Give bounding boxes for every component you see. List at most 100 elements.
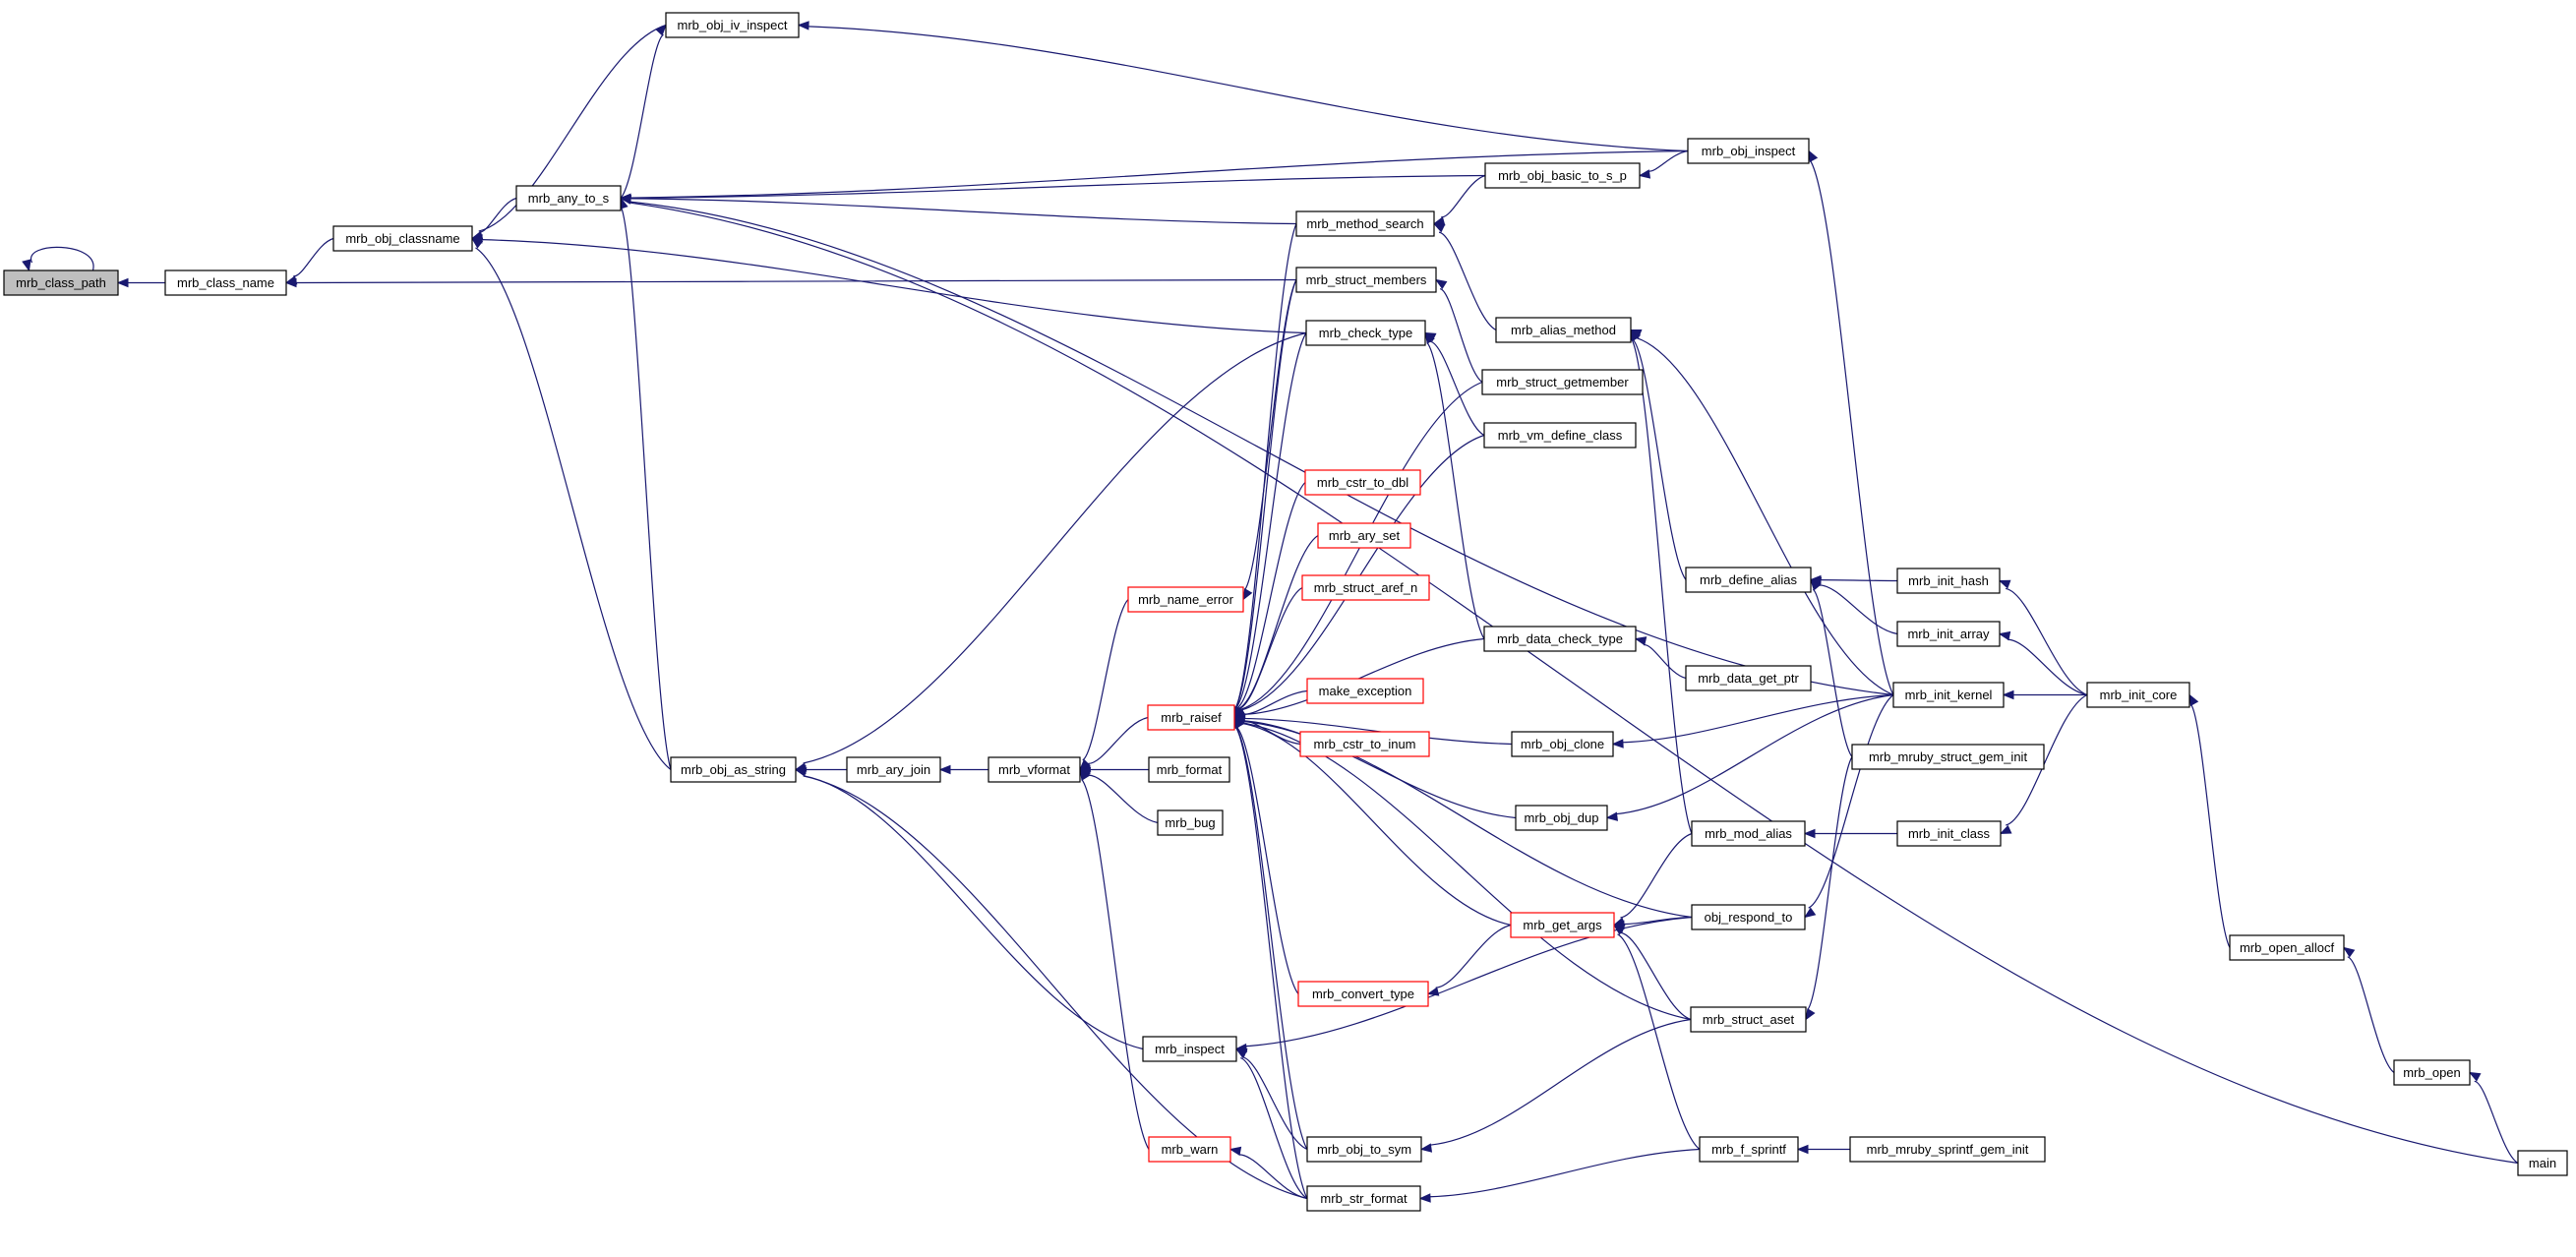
node-mrb-open[interactable]: mrb_open bbox=[2393, 1059, 2471, 1086]
node-mrb-inspect[interactable]: mrb_inspect bbox=[1142, 1036, 1237, 1062]
node-mrb-struct-members[interactable]: mrb_struct_members bbox=[1295, 267, 1437, 293]
node-box bbox=[1306, 1136, 1422, 1163]
node-label: mrb_get_args bbox=[1523, 918, 1602, 932]
node-mrb-obj-classname[interactable]: mrb_obj_classname bbox=[332, 225, 473, 252]
node-mrb-ary-join[interactable]: mrb_ary_join bbox=[846, 756, 941, 783]
arrowhead-icon bbox=[1234, 1043, 1247, 1053]
edge-line bbox=[629, 202, 2519, 1165]
edge-line bbox=[479, 197, 517, 233]
node-mrb-mruby-sprintf-gem-init[interactable]: mrb_mruby_sprintf_gem_init bbox=[1849, 1136, 2046, 1163]
node-mrb-class-name[interactable]: mrb_class_name bbox=[164, 269, 287, 296]
node-mrb-vm-define-class[interactable]: mrb_vm_define_class bbox=[1483, 422, 1637, 449]
arrowhead-icon bbox=[1998, 579, 2011, 589]
node-mrb-get-args[interactable]: mrb_get_args bbox=[1510, 912, 1615, 938]
node-mrb-method-search[interactable]: mrb_method_search bbox=[1295, 210, 1435, 237]
node-main[interactable]: main bbox=[2517, 1150, 2568, 1176]
node-mrb-str-format[interactable]: mrb_str_format bbox=[1306, 1185, 1421, 1212]
edge-line bbox=[295, 278, 1297, 284]
node-label: mrb_init_hash bbox=[1908, 573, 1989, 588]
node-box bbox=[164, 269, 287, 296]
node-box bbox=[1157, 809, 1224, 836]
arrowhead-icon bbox=[2002, 689, 2014, 700]
node-mrb-obj-to-sym[interactable]: mrb_obj_to_sym bbox=[1306, 1136, 1422, 1163]
node-box bbox=[988, 756, 1081, 783]
node-mrb-raisef[interactable]: mrb_raisef bbox=[1147, 704, 1235, 731]
node-box bbox=[1896, 820, 2002, 847]
node-label: mrb_ary_set bbox=[1329, 528, 1401, 543]
edge-mrb_obj_as_string-to-mrb_obj_classname bbox=[470, 237, 672, 770]
node-box bbox=[3, 269, 119, 296]
edge-line bbox=[1617, 933, 1701, 1150]
node-mrb-f-sprintf[interactable]: mrb_f_sprintf bbox=[1699, 1136, 1799, 1163]
edge-line bbox=[1643, 644, 1687, 680]
node-obj-respond-to[interactable]: obj_respond_to bbox=[1691, 904, 1806, 930]
edge-mrb_obj_to_sym-to-mrb_raisef bbox=[1233, 716, 1308, 1150]
node-label: mrb_alias_method bbox=[1511, 323, 1616, 337]
node-box bbox=[1127, 586, 1244, 613]
node-mrb-cstr-to-inum[interactable]: mrb_cstr_to_inum bbox=[1299, 731, 1430, 757]
node-box bbox=[1483, 422, 1637, 449]
node-mrb-open-allocf[interactable]: mrb_open_allocf bbox=[2229, 934, 2345, 961]
node-mrb-data-check-type[interactable]: mrb_data_check_type bbox=[1483, 626, 1637, 652]
edge-line bbox=[478, 24, 667, 232]
edge-mrb_method_search-to-mrb_any_to_s bbox=[619, 193, 1297, 225]
edge-mrb_obj_inspect-to-mrb_obj_basic_to_s_p bbox=[1638, 150, 1689, 179]
node-mrb-data-get-ptr[interactable]: mrb_data_get_ptr bbox=[1685, 665, 1812, 691]
node-box bbox=[1690, 1006, 1807, 1033]
node-label: mrb_f_sprintf bbox=[1711, 1142, 1786, 1157]
arrowhead-icon bbox=[1796, 1144, 1809, 1155]
node-mrb-cstr-to-dbl[interactable]: mrb_cstr_to_dbl bbox=[1304, 469, 1421, 496]
node-mrb-init-array[interactable]: mrb_init_array bbox=[1896, 621, 2001, 647]
node-mrb-obj-inspect[interactable]: mrb_obj_inspect bbox=[1687, 138, 1810, 164]
node-mrb-struct-aset[interactable]: mrb_struct_aset bbox=[1690, 1006, 1807, 1033]
node-box bbox=[1515, 805, 1608, 831]
edge-line bbox=[293, 237, 334, 277]
node-box bbox=[1481, 369, 1644, 395]
edge-mrb_warn-to-mrb_vformat bbox=[1079, 768, 1150, 1150]
node-mrb-define-alias[interactable]: mrb_define_alias bbox=[1685, 567, 1812, 593]
node-make-exception[interactable]: make_exception bbox=[1306, 678, 1424, 704]
edge-line bbox=[1438, 231, 1497, 331]
node-mrb-convert-type[interactable]: mrb_convert_type bbox=[1297, 981, 1429, 1007]
edge-line bbox=[1429, 340, 1485, 437]
node-box bbox=[1510, 912, 1615, 938]
node-mrb-obj-dup[interactable]: mrb_obj_dup bbox=[1515, 805, 1608, 831]
node-label: mrb_obj_inspect bbox=[1702, 144, 1796, 158]
node-mrb-mruby-struct-gem-init[interactable]: mrb_mruby_struct_gem_init bbox=[1851, 744, 2045, 770]
node-mrb-init-class[interactable]: mrb_init_class bbox=[1896, 820, 2002, 847]
node-mrb-vformat[interactable]: mrb_vformat bbox=[988, 756, 1081, 783]
node-box bbox=[1892, 682, 2005, 708]
arrowhead-icon bbox=[1803, 828, 1816, 839]
node-box bbox=[665, 12, 800, 38]
node-mrb-format[interactable]: mrb_format bbox=[1148, 756, 1230, 783]
node-mrb-check-type[interactable]: mrb_check_type bbox=[1305, 320, 1426, 346]
node-mrb-struct-getmember[interactable]: mrb_struct_getmember bbox=[1481, 369, 1644, 395]
node-box bbox=[1511, 731, 1614, 757]
node-mrb-class-path[interactable]: mrb_class_path bbox=[3, 269, 119, 296]
edge-line bbox=[1620, 931, 1692, 1021]
node-mrb-mod-alias[interactable]: mrb_mod_alias bbox=[1691, 820, 1806, 847]
node-mrb-obj-basic-to-s-p[interactable]: mrb_obj_basic_to_s_p bbox=[1484, 162, 1641, 189]
node-mrb-ary-set[interactable]: mrb_ary_set bbox=[1317, 522, 1411, 549]
node-mrb-name-error[interactable]: mrb_name_error bbox=[1127, 586, 1244, 613]
node-mrb-warn[interactable]: mrb_warn bbox=[1148, 1136, 1231, 1163]
node-mrb-struct-aref-n[interactable]: mrb_struct_aref_n bbox=[1301, 574, 1430, 601]
node-mrb-obj-as-string[interactable]: mrb_obj_as_string bbox=[670, 756, 797, 783]
node-mrb-init-core[interactable]: mrb_init_core bbox=[2086, 682, 2190, 708]
node-mrb-init-hash[interactable]: mrb_init_hash bbox=[1896, 568, 2001, 594]
node-label: mrb_method_search bbox=[1306, 216, 1423, 231]
node-mrb-any-to-s[interactable]: mrb_any_to_s bbox=[515, 185, 622, 211]
node-label: mrb_init_core bbox=[2100, 688, 2178, 702]
node-box bbox=[1301, 574, 1430, 601]
node-mrb-init-kernel[interactable]: mrb_init_kernel bbox=[1892, 682, 2005, 708]
node-label: mrb_obj_classname bbox=[345, 231, 459, 246]
edge-line bbox=[1820, 579, 1898, 582]
node-mrb-obj-iv-inspect[interactable]: mrb_obj_iv_inspect bbox=[665, 12, 800, 38]
edge-mrb_vformat-to-mrb_ary_join bbox=[938, 764, 988, 775]
node-mrb-bug[interactable]: mrb_bug bbox=[1157, 809, 1224, 836]
node-mrb-alias-method[interactable]: mrb_alias_method bbox=[1495, 317, 1632, 343]
node-box bbox=[1687, 138, 1810, 164]
edge-line bbox=[1636, 337, 1894, 696]
arrowhead-icon bbox=[1999, 824, 2012, 835]
node-mrb-obj-clone[interactable]: mrb_obj_clone bbox=[1511, 731, 1614, 757]
